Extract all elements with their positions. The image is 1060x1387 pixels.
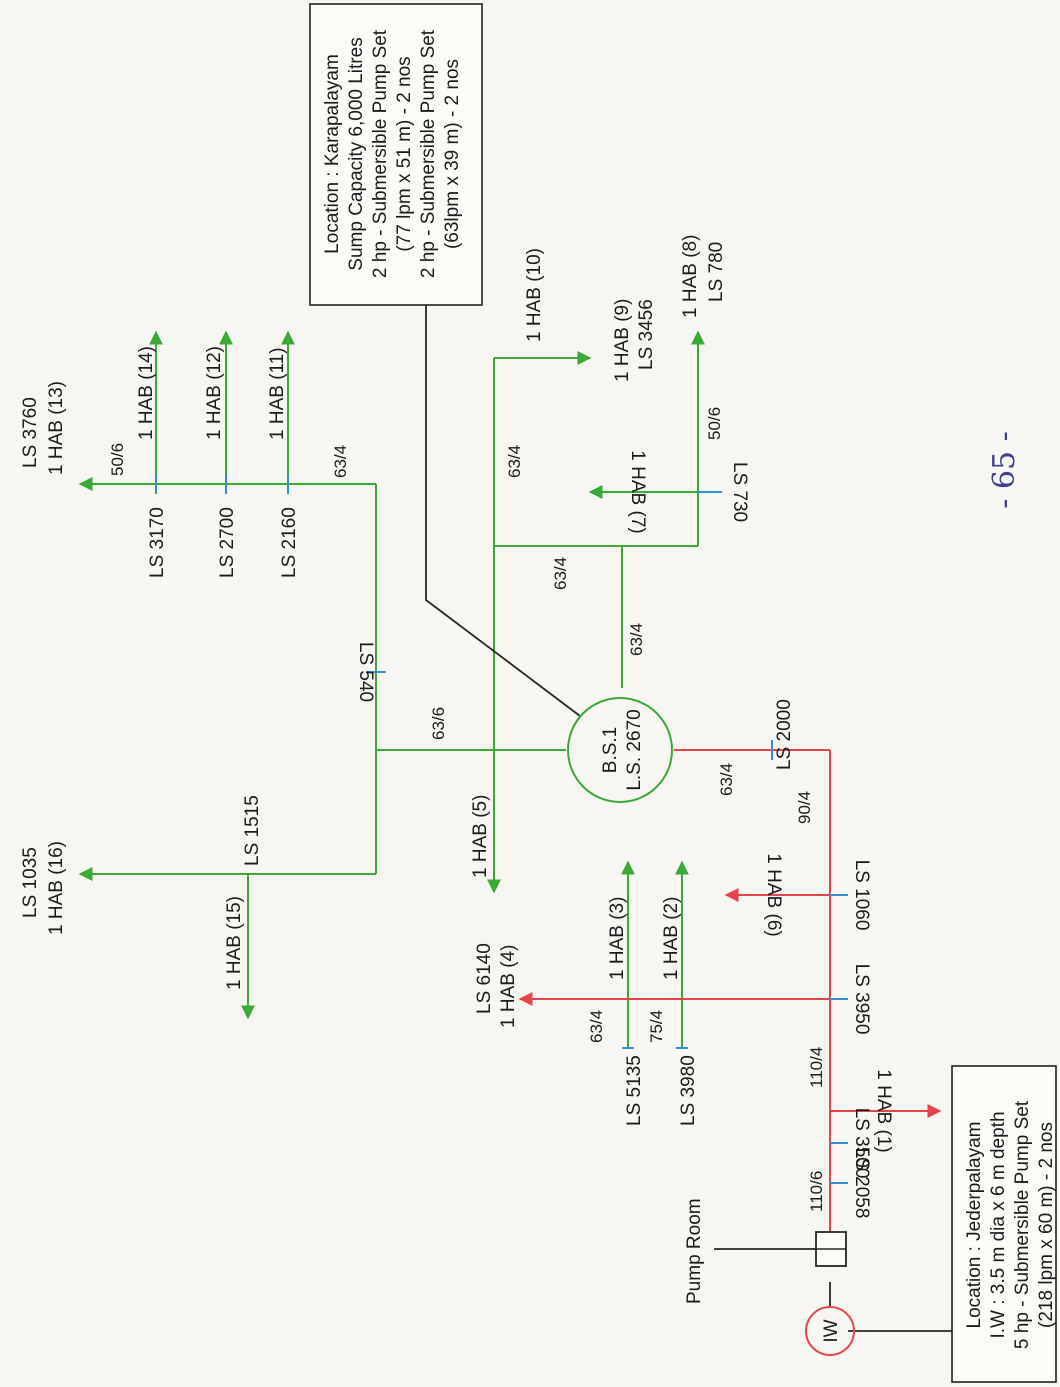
label-ls3170: LS 3170 [147,507,168,578]
label-pump-room: Pump Room [684,1198,705,1304]
red-pipe-network [518,749,942,1256]
ls-markers [155,474,848,1184]
label-ls1035: LS 1035 [20,847,41,918]
karapalayam-line-1: Location : Karapalayam [322,54,343,254]
label-ls730: LS 730 [729,462,750,522]
label-pipe-50-6-right: 50/6 [705,407,724,440]
karapalayam-line-4: (77 lpm x 51 m) - 2 nos [394,56,415,251]
label-hab8: 1 HAB (8) [680,235,701,318]
label-ls780: LS 780 [706,242,727,302]
label-pipe-90-4: 90/4 [795,791,814,824]
label-hab5: 1 HAB (5) [470,795,491,878]
label-hab14: 1 HAB (14) [136,346,157,440]
label-hab4: 1 HAB (4) [498,945,519,1028]
karapalayam-line-2: Sump Capacity 6,000 Litres [346,37,367,270]
intake-well-node: IW [805,1306,855,1356]
label-hab15: 1 HAB (15) [224,896,245,990]
jederpalayam-line-4: (218 lpm x 60 m) - 2 nos [1036,1122,1057,1328]
label-pipe-63-6: 63/6 [429,707,448,740]
label-ls540: LS 540 [355,642,376,702]
label-pipe-63-4-low: 63/4 [587,1010,606,1043]
label-ls5135: LS 5135 [624,1055,645,1126]
label-ls2000: LS 2000 [774,699,795,770]
label-hab3: 1 HAB (3) [607,897,628,980]
label-hab7: 1 HAB (7) [627,450,648,533]
label-pipe-110-4: 110/4 [807,1047,826,1088]
jederpalayam-info-box: Location : Jederpalayam I.W : 3.5 m dia … [951,1065,1057,1383]
label-hab12: 1 HAB (12) [204,346,225,440]
label-hab16: 1 HAB (16) [46,841,67,935]
bs-name: B.S.1 [600,727,621,773]
labels-rotated-ccw: 1 HAB (13) LS 3760 50/6 1 HAB (14) 1 HAB… [20,235,826,1304]
label-pipe-63-4-bs: 63/4 [717,763,736,796]
label-ls1515: LS 1515 [242,795,263,866]
jederpalayam-line-3: 5 hp - Submersible Pump Set [1012,1100,1033,1349]
label-pipe-63-4-right-upper: 63/4 [505,445,524,478]
label-hab13: 1 HAB (13) [46,381,67,475]
page-number: - 65 - [987,431,1022,509]
karapalayam-line-6: (63lpm x 39 m) - 2 nos [442,59,463,249]
label-hab2: 1 HAB (2) [661,897,682,980]
label-pipe-110-6: 110/6 [807,1171,826,1212]
labels-rotated-cw: LS 540 1 HAB (7) LS 730 1 HAB (6) LS 106… [355,450,894,1218]
leader-karapalayam-to-bs [425,305,581,717]
label-hab11: 1 HAB (11) [267,347,288,440]
label-ls2160: LS 2160 [279,507,300,578]
label-ls3500: LS 3500 [851,1108,872,1179]
black-lines [425,305,952,1332]
iw-label: IW [821,1319,842,1342]
label-ls6140: LS 6140 [474,943,495,1014]
label-ls2058: LS 2058 [851,1148,872,1219]
label-hab1: 1 HAB (1) [873,1069,894,1152]
label-hab6: 1 HAB (6) [763,853,784,936]
karapalayam-info-box: Location : Karapalayam Sump Capacity 6,0… [309,3,483,306]
label-pipe-63-4-top: 63/4 [331,445,350,478]
label-hab9: 1 HAB (9) [612,299,633,382]
karapalayam-line-3: 2 hp - Submersible Pump Set [370,29,391,278]
label-ls3980: LS 3980 [678,1055,699,1126]
label-ls2700: LS 2700 [217,507,238,578]
jederpalayam-line-2: I.W : 3.5 m dia x 6 m depth [988,1111,1009,1338]
bs-ls: L.S. 2670 [624,709,645,790]
label-pipe-63-4-mid: 63/4 [551,557,570,590]
label-ls3456: LS 3456 [636,299,657,370]
label-ls3950: LS 3950 [851,964,872,1035]
label-ls3760: LS 3760 [20,397,41,468]
label-ls1060: LS 1060 [851,860,872,931]
karapalayam-line-5: 2 hp - Submersible Pump Set [418,29,439,278]
green-pipe-network [78,330,705,1048]
pump-room-node [815,1231,847,1267]
booster-station-node: B.S.1 L.S. 2670 [567,697,673,803]
label-pipe-50-6-top: 50/6 [108,443,127,476]
label-pipe-63-4-vert: 63/4 [627,623,646,656]
label-hab10: 1 HAB (10) [524,248,545,342]
label-pipe-75-4: 75/4 [647,1010,666,1043]
jederpalayam-line-1: Location : Jederpalayam [964,1121,985,1328]
